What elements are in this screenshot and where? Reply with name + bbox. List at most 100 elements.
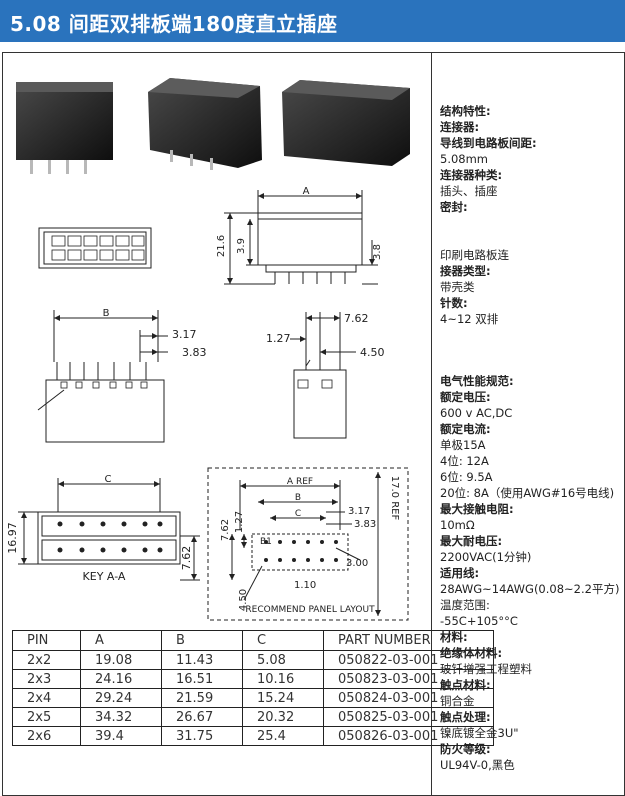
cell-c: 20.32 [242, 707, 324, 727]
table-row: 2x5 34.32 26.67 20.32 050825-03-001 [12, 707, 494, 727]
spec-value: 玻钎增强工程塑料 [440, 662, 532, 676]
dim-3-9-label: 3.9 [236, 238, 247, 254]
spec-spacer [440, 215, 620, 247]
panel-3-83-label: 3.83 [354, 519, 376, 530]
panel-4-50-label: 4.50 [238, 589, 249, 611]
cell-pin: 2x2 [12, 650, 81, 670]
spec-value: 28AWG~14AWG(0.08~2.2平方)温度范围: [440, 582, 620, 612]
table-header-row: PIN A B C PART NUMBER [12, 630, 494, 651]
top-view-drawing [38, 227, 152, 269]
spec-value: 镍底镀全金3U" [440, 726, 519, 740]
spec-label: 导线到电路板间距: [440, 136, 537, 150]
col-header-pin: PIN [12, 630, 81, 651]
part-number-table: PIN A B C PART NUMBER 2x2 19.08 11.43 5.… [12, 630, 494, 746]
spec-value: 铜合金 [440, 694, 475, 708]
end-view-drawing [290, 312, 356, 439]
spec-value: 带壳类 [440, 280, 475, 294]
spec-value: 20位: 8A（使用AWG#16号电线) [440, 486, 615, 500]
spec-label: 最大耐电压: [440, 534, 503, 548]
title-banner: 5.08 间距双排板端180度直立插座 [0, 0, 625, 42]
cell-c: 25.4 [242, 726, 324, 746]
dim-a-label: A [303, 186, 310, 197]
panel-3-00-label: 3.00 [346, 558, 368, 569]
spec-label: 密封: [440, 200, 468, 214]
cell-c: 10.16 [242, 669, 324, 689]
panel-holes [264, 540, 338, 562]
dim-7-62-label: 7.62 [344, 312, 369, 325]
cell-a: 29.24 [80, 688, 162, 708]
front-view-drawing [37, 310, 168, 443]
cell-pin: 2x6 [12, 726, 81, 746]
product-photo-3 [282, 80, 410, 166]
panel-b1-label: B1 [260, 537, 272, 547]
spec-label: 额定电压: [440, 390, 491, 404]
spec-value: 印刷电路板连 [440, 248, 509, 262]
spec-label: 连接器种类: [440, 168, 503, 182]
table-row: 2x4 29.24 21.59 15.24 050824-03-001 [12, 688, 494, 708]
cell-a: 39.4 [80, 726, 162, 746]
cell-b: 31.75 [161, 726, 243, 746]
spec-value: 6位: 9.5A [440, 470, 493, 484]
spec-label: 连接器: [440, 120, 480, 134]
dim-3-8-label: 3.8 [372, 244, 383, 260]
cell-part-number: 050822-03-001 [323, 650, 494, 670]
cell-part-number: 050826-03-001 [323, 726, 494, 746]
panel-3-17-label: 3.17 [348, 506, 370, 517]
dim-1-27-label: 1.27 [266, 332, 291, 345]
cell-a: 24.16 [80, 669, 162, 689]
cell-pin: 2x3 [12, 669, 81, 689]
panel-1-10-label: 1.10 [294, 580, 316, 591]
spec-label: 结构特性: [440, 104, 491, 118]
dim-7-62b-label: 7.62 [180, 546, 193, 571]
dim-3-17-label: 3.17 [172, 328, 197, 341]
panel-b-label: B [295, 493, 301, 503]
dim-3-83-label: 3.83 [182, 346, 207, 359]
spec-value: 4位: 12A [440, 454, 489, 468]
panel-layout-caption: RECOMMEND PANEL LAYOUT [245, 605, 375, 615]
col-header-b: B [161, 630, 243, 651]
spec-spacer [440, 327, 620, 373]
product-photo-1 [16, 82, 113, 174]
panel-17-ref-label: 17.0 REF [389, 476, 400, 521]
col-header-a: A [80, 630, 162, 651]
dim-16-97-label: 16.97 [6, 522, 19, 554]
spec-value: 4~12 双排 [440, 312, 499, 326]
spec-label: 针数: [440, 296, 468, 310]
cell-part-number: 050825-03-001 [323, 707, 494, 727]
spec-label: 最大接触电阻: [440, 502, 514, 516]
col-header-c: C [242, 630, 324, 651]
table-row: 2x2 19.08 11.43 5.08 050822-03-001 [12, 650, 494, 670]
spec-value: -55C+105°°C [440, 614, 518, 628]
panel-c-label: C [295, 509, 301, 519]
table-row: 2x3 24.16 16.51 10.16 050823-03-001 [12, 669, 494, 689]
cell-pin: 2x4 [12, 688, 81, 708]
spec-label: 触点处理: [440, 710, 491, 724]
spec-value: 单极15A [440, 438, 486, 452]
table-row: 2x6 39.4 31.75 25.4 050826-03-001 [12, 726, 494, 746]
key-a-a-label: KEY A-A [83, 570, 126, 583]
cell-b: 16.51 [161, 669, 243, 689]
side-view-drawing [224, 190, 378, 285]
spec-label: 适用线: [440, 566, 480, 580]
spec-value: 5.08mm [440, 152, 489, 166]
spec-label: 绝缘体材料: [440, 646, 503, 660]
product-photo-2 [148, 78, 262, 170]
spec-value: 插头、插座 [440, 184, 498, 198]
page-title: 5.08 间距双排板端180度直立插座 [10, 12, 338, 36]
spec-label: 触点材料: [440, 678, 491, 692]
spec-label: 防火等级: [440, 742, 491, 756]
spec-value: 600 v AC,DC [440, 406, 513, 420]
panel-layout-drawing [207, 467, 409, 621]
dim-4-50-label: 4.50 [360, 346, 385, 359]
spec-label: 接器类型: [440, 264, 491, 278]
spec-value: 10mΩ [440, 518, 475, 532]
spec-label: 材料: [440, 630, 468, 644]
spec-value: 2200VAC(1分钟) [440, 550, 532, 564]
cell-a: 19.08 [80, 650, 162, 670]
key-dim-c-label: C [105, 474, 112, 485]
spec-panel: 结构特性: 连接器: 导线到电路板间距: 5.08mm 连接器种类: 插头、插座密封: 印刷… [440, 103, 620, 773]
cell-b: 21.59 [161, 688, 243, 708]
panel-1-27-label: 1.27 [234, 511, 245, 533]
key-pins [57, 521, 163, 553]
